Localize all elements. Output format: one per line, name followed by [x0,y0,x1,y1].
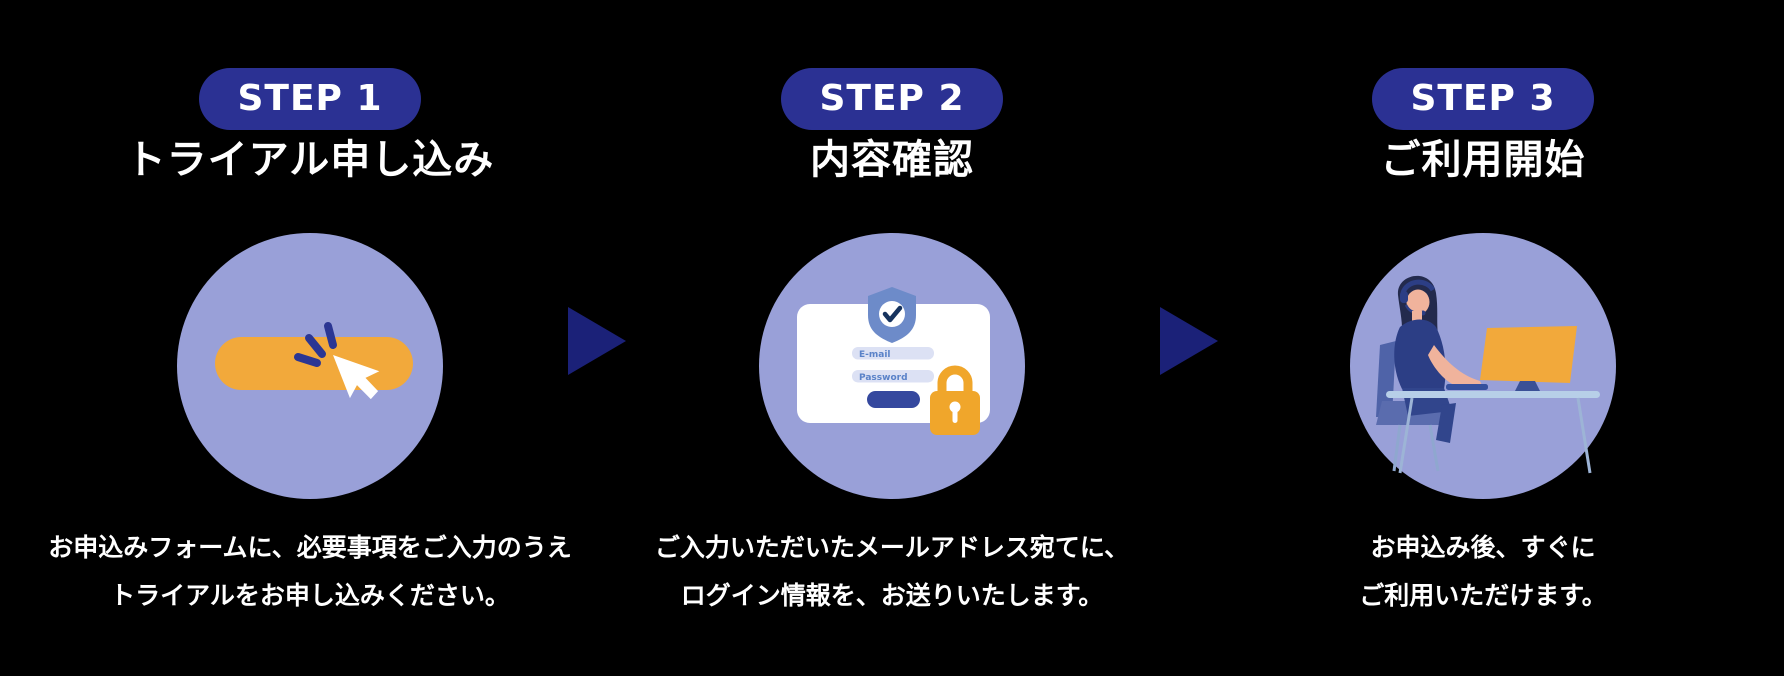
email-field-label: E-mail [859,350,891,360]
step1-description-line1: お申込みフォームに、必要事項をご入力のうえ [48,533,572,562]
step-column-1: STEP 1 トライアル申し込み お申込みフォームに、必要事項をご入力のうえ ト… [30,0,590,620]
step2-description-line1: ご入力いただいたメールアドレス宛てに、 [654,533,1130,562]
submit-button [867,391,920,408]
email-field: E-mail [852,347,934,360]
keyboard [1446,384,1488,390]
password-field: Password [852,370,934,383]
step3-badge: STEP 3 [1372,68,1594,130]
step3-title: ご利用開始 [1380,137,1586,183]
step1-badge: STEP 1 [199,68,421,130]
arrow-icon [1160,307,1218,375]
click-sparks [294,322,337,367]
step3-description-line2: ご利用いただけます。 [1359,581,1607,610]
step-column-3: STEP 3 ご利用開始 [1203,0,1763,620]
step2-illustration: E-mail Password [759,233,1025,499]
step3-description: お申込み後、すぐに ご利用いただけます。 [1203,524,1763,620]
desk [1386,384,1600,474]
step2-description: ご入力いただいたメールアドレス宛てに、 ログイン情報を、お送りいたします。 [612,524,1172,620]
arrow-icon [568,307,626,375]
step1-illustration [177,233,443,499]
padlock-icon [930,365,980,435]
step2-description-line2: ログイン情報を、お送りいたします。 [680,581,1104,610]
shield-check-icon [868,287,916,343]
monitor [1480,326,1577,393]
step1-description-line2: トライアルをお申し込みください。 [110,581,510,610]
step3-description-line1: お申込み後、すぐに [1370,533,1596,562]
password-field-label: Password [859,373,908,383]
step2-badge: STEP 2 [781,68,1003,130]
step-column-2: STEP 2 内容確認 E-mail Password [612,0,1172,620]
step2-title: 内容確認 [810,137,974,183]
step1-title: トライアル申し込み [125,137,495,183]
step3-illustration [1350,233,1616,499]
cursor-icon [333,355,380,400]
step1-description: お申込みフォームに、必要事項をご入力のうえ トライアルをお申し込みください。 [30,524,590,620]
